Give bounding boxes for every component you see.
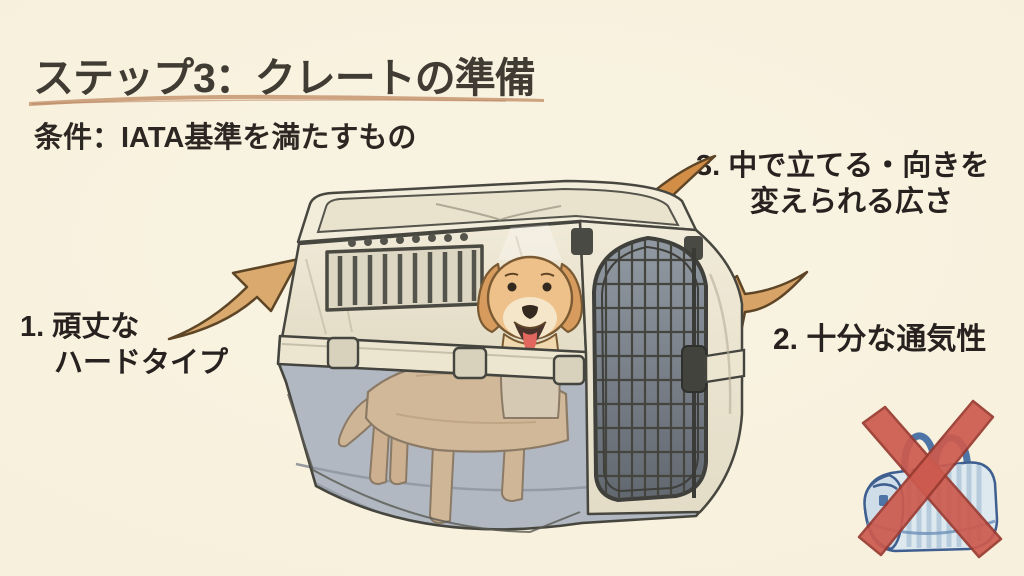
- annotation-ventilation: 2. 十分な通気性: [773, 321, 986, 358]
- page-title: ステップ3：クレートの準備: [33, 55, 536, 101]
- annotation-ventilation-line1: 2. 十分な通気性: [773, 323, 987, 356]
- title-underline: [29, 94, 544, 106]
- crate-roof: [296, 179, 698, 244]
- red-cross-icon: [857, 399, 1003, 559]
- annotation-hard-type: 1. 頑丈な ハードタイプ: [20, 310, 228, 382]
- crate-illustration: [276, 179, 746, 534]
- prohibited-bag-illustration: [857, 399, 1003, 559]
- door-latch-handle: [681, 345, 707, 393]
- annotation-space: 3. 中で立てる・向きを 変えられる広さ: [696, 149, 989, 221]
- annotation-space-line1: 3. 中で立てる・向きを: [696, 150, 990, 182]
- crate-door: [571, 219, 746, 516]
- annotation-hard-type-line1: 1. 頑丈な: [20, 311, 140, 343]
- annotation-hard-type-line2: ハードタイプ: [54, 346, 229, 379]
- crate-vent-grille: [325, 233, 484, 312]
- slide-subtitle: 条件：IATA基準を満たすもの: [34, 122, 417, 154]
- annotation-space-line2: 変えられる広さ: [750, 185, 954, 218]
